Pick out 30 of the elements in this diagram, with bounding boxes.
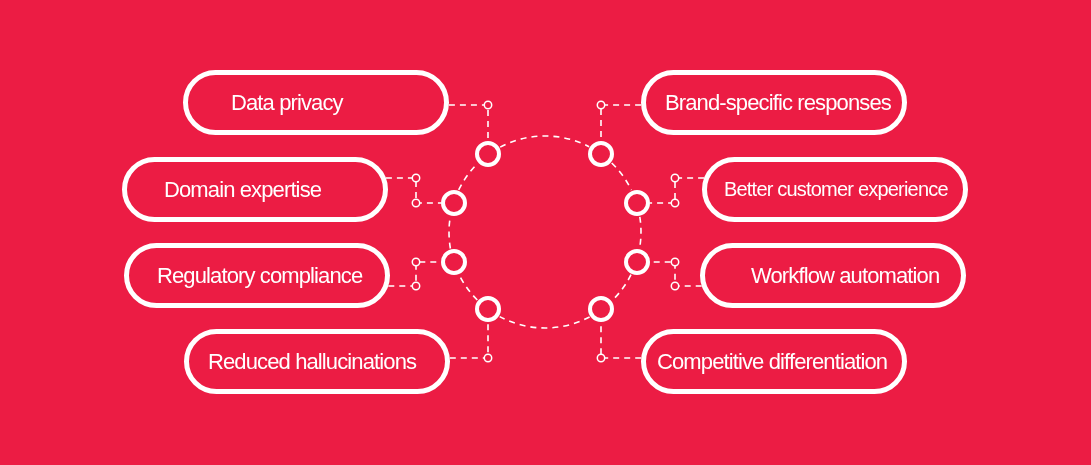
dashed-connector <box>449 321 489 359</box>
feature-pill <box>702 157 968 222</box>
dashed-arc <box>610 162 633 191</box>
feature-text: Regulatory compliance <box>157 262 363 289</box>
feature-pill <box>641 329 907 394</box>
feature-pill <box>184 329 450 394</box>
feature-text: Brand-specific responses <box>665 89 891 116</box>
hollow-circle <box>475 141 501 167</box>
hollow-circle <box>441 249 467 275</box>
hollow-circle <box>624 190 650 216</box>
dashed-arc <box>498 315 591 329</box>
feature-text: Competitive differentiation <box>657 348 888 375</box>
feature-text: Better customer experience <box>724 178 948 201</box>
feature-pill <box>183 70 449 135</box>
feature-text: Domain expertise <box>164 176 322 203</box>
dashed-connector <box>385 177 442 204</box>
dashed-arc <box>499 135 590 148</box>
feature-pill <box>700 243 966 308</box>
feature-text: Data privacy <box>231 89 343 116</box>
hollow-circle <box>624 249 650 275</box>
feature-text: Reduced hallucinations <box>208 348 417 375</box>
hollow-circle <box>441 190 467 216</box>
dashed-connector <box>649 177 705 204</box>
hollow-circle <box>475 296 501 322</box>
hollow-circle <box>588 296 614 322</box>
hollow-circle <box>588 141 614 167</box>
feature-pill <box>122 157 388 222</box>
feature-pill <box>641 70 907 135</box>
feature-text: Workflow automation <box>751 262 940 289</box>
feature-pill <box>124 243 390 308</box>
